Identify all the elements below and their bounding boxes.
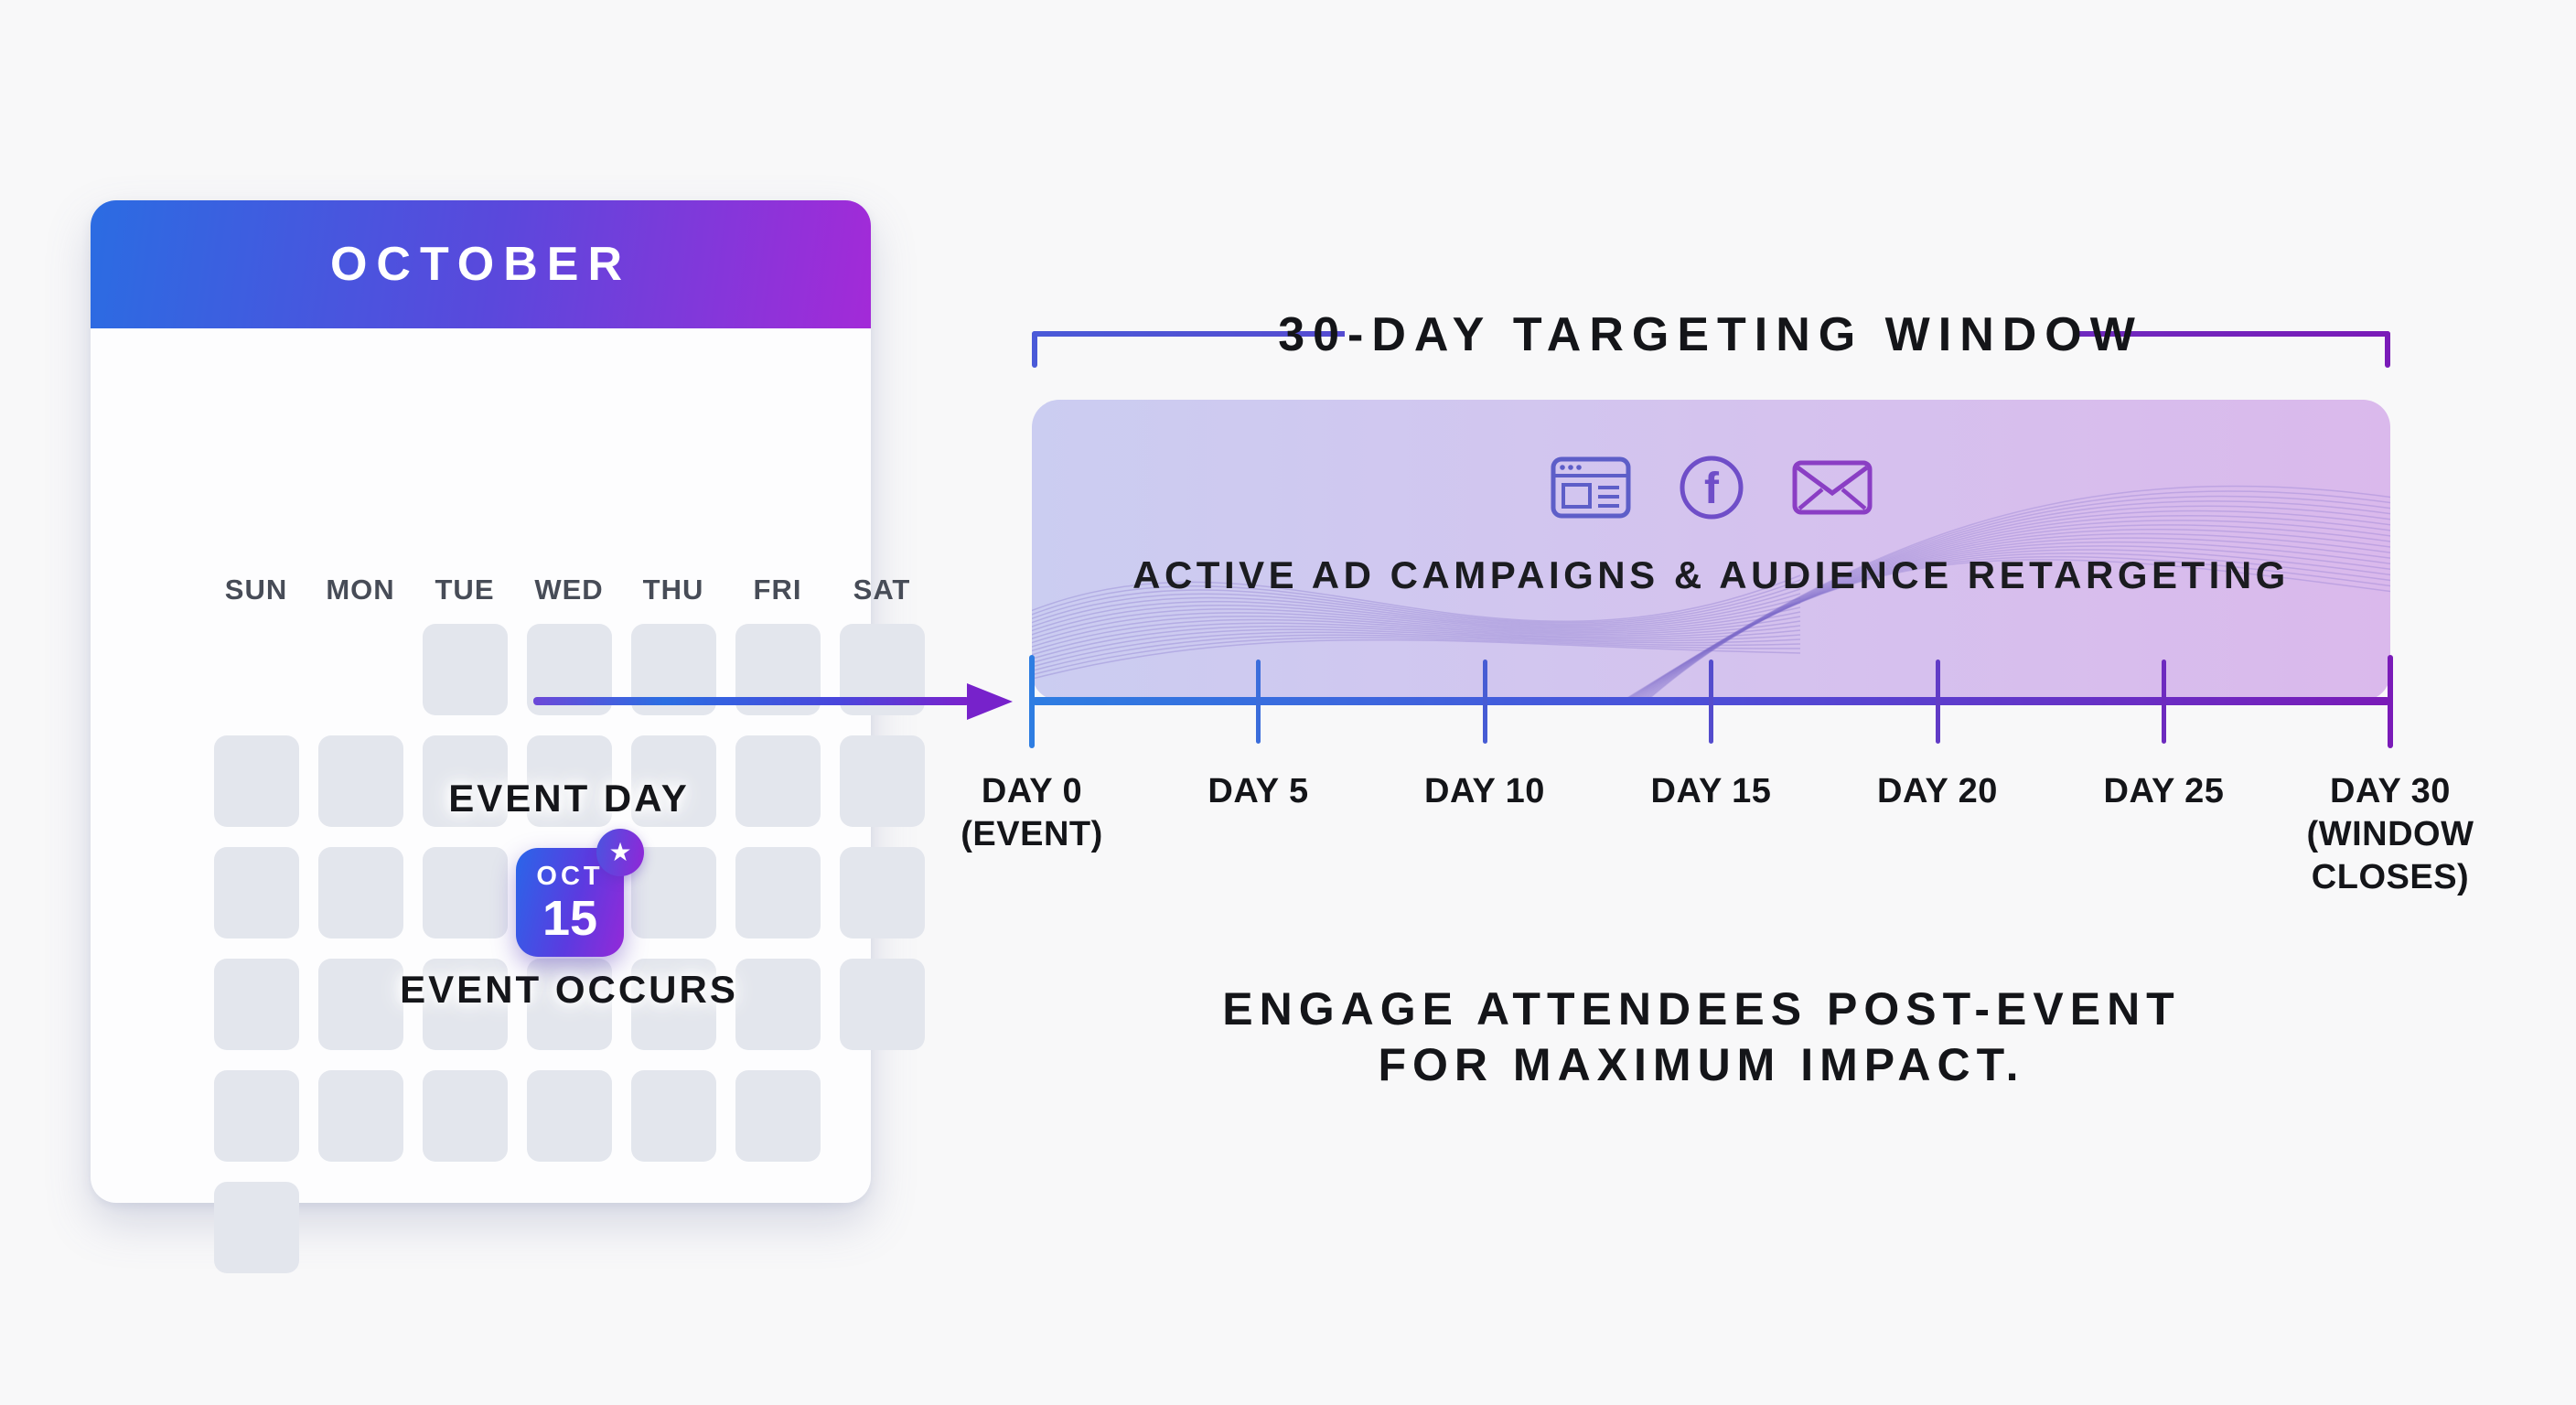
- timeline-tick-day-0: [1029, 655, 1035, 748]
- calendar-day-cell: [526, 735, 612, 827]
- star-badge-icon: ★: [596, 829, 644, 876]
- timeline-tick-label-day-25: DAY 25: [2045, 770, 2283, 813]
- timeline-tick-day-5: [1256, 660, 1261, 744]
- footer-message: ENGAGE ATTENDEES POST-EVENT FOR MAXIMUM …: [1153, 981, 2250, 1093]
- calendar-day-cell: [317, 735, 403, 827]
- calendar-day-cell: [213, 1182, 299, 1273]
- calendar-day-cell: [422, 1070, 508, 1162]
- svg-text:f: f: [1704, 465, 1720, 513]
- event-occurs-label: EVENT OCCURS: [400, 968, 738, 1011]
- calendar-month-title: OCTOBER: [329, 238, 632, 291]
- calendar-day-cell: [630, 735, 716, 827]
- day-name-fri: FRI: [753, 574, 802, 606]
- calendar-header: OCTOBER: [91, 200, 871, 328]
- campaign-banner: f ACTIVE AD CAMPAIGNS & AUDIENCE RETARGE…: [1032, 400, 2390, 701]
- event-to-timeline-arrow-line: [533, 697, 970, 705]
- calendar-day-cell: [630, 959, 716, 1050]
- timeline-tick-label-day-20: DAY 20: [1819, 770, 2056, 813]
- timeline-tick-label-day-5: DAY 5: [1140, 770, 1378, 813]
- tick-day-text: DAY 0: [981, 772, 1083, 810]
- calendar-day-cell: [422, 735, 508, 827]
- event-day-label: EVENT DAY: [448, 777, 690, 820]
- tick-day-text: DAY 5: [1208, 772, 1309, 810]
- ad-browser-icon: [1551, 456, 1630, 519]
- day-name-sun: SUN: [224, 574, 288, 606]
- calendar-day-cell: [630, 1070, 716, 1162]
- channel-icons-row: f: [1032, 455, 2390, 520]
- day-name-tue: TUE: [435, 574, 495, 606]
- calendar-day-cell: [422, 624, 508, 715]
- calendar-day-cell: [526, 959, 612, 1050]
- badge-month: OCT: [536, 862, 604, 891]
- badge-day: 15: [542, 891, 598, 946]
- calendar-day-cell: [317, 1070, 403, 1162]
- timeline-tick-label-day-10: DAY 10: [1366, 770, 1604, 813]
- calendar-day-cell: [839, 847, 925, 938]
- tick-day-text: DAY 25: [2103, 772, 2225, 810]
- tick-day-text: DAY 10: [1424, 772, 1545, 810]
- tick-sub-text: (EVENT): [961, 815, 1103, 853]
- calendar-day-cell: [422, 959, 508, 1050]
- calendar-day-cell: [213, 847, 299, 938]
- calendar-day-cell: [839, 735, 925, 827]
- day-name-thu: THU: [642, 574, 704, 606]
- timeline-tick-day-30: [2388, 655, 2393, 748]
- calendar-day-cell: [735, 847, 821, 938]
- calendar-day-cell: [213, 1070, 299, 1162]
- timeline-tick-day-15: [1709, 660, 1713, 744]
- bracket-left-end: [1032, 331, 1037, 368]
- calendar-day-cell: [317, 847, 403, 938]
- star-icon: ★: [608, 837, 632, 867]
- bracket-right-end: [2385, 331, 2390, 368]
- tick-day-text: DAY 30: [2330, 772, 2451, 810]
- facebook-icon: f: [1680, 456, 1743, 520]
- targeting-window-title: 30-DAY TARGETING WINDOW: [1278, 307, 2143, 362]
- calendar-day-cell: [839, 959, 925, 1050]
- timeline-tick-day-10: [1482, 660, 1487, 744]
- email-icon: [1792, 460, 1872, 515]
- calendar-day-cell: [213, 959, 299, 1050]
- timeline-tick-label-day-30: DAY 30 (WINDOW CLOSES): [2271, 770, 2509, 899]
- calendar-day-cell: [630, 847, 716, 938]
- day-name-mon: MON: [326, 574, 395, 606]
- timeline-tick-label-day-15: DAY 15: [1593, 770, 1830, 813]
- guilloche-wave-pattern: [1032, 485, 2390, 701]
- footer-line-2: FOR MAXIMUM IMPACT.: [1378, 1039, 2025, 1090]
- tick-sub-text: (WINDOW CLOSES): [2306, 815, 2474, 896]
- timeline-tick-day-20: [1935, 660, 1940, 744]
- calendar-day-cell: [317, 959, 403, 1050]
- tick-day-text: DAY 20: [1877, 772, 1998, 810]
- footer-line-1: ENGAGE ATTENDEES POST-EVENT: [1222, 983, 2181, 1035]
- calendar-day-cell: [526, 1070, 612, 1162]
- calendar-day-cell: [735, 735, 821, 827]
- calendar-day-cell: [422, 847, 508, 938]
- calendar-day-cell: [213, 735, 299, 827]
- day-name-wed: WED: [534, 574, 604, 606]
- timeline-tick-label-day-0: DAY 0 (EVENT): [913, 770, 1151, 856]
- arrow-head-icon: [967, 683, 1013, 720]
- event-date-badge: OCT 15: [516, 848, 624, 957]
- timeline-tick-day-25: [2162, 660, 2166, 744]
- banner-label: ACTIVE AD CAMPAIGNS & AUDIENCE RETARGETI…: [1132, 553, 2290, 596]
- day-name-sat: SAT: [853, 574, 911, 606]
- calendar-day-cell: [735, 959, 821, 1050]
- calendar-day-cell: [735, 1070, 821, 1162]
- tick-day-text: DAY 15: [1650, 772, 1772, 810]
